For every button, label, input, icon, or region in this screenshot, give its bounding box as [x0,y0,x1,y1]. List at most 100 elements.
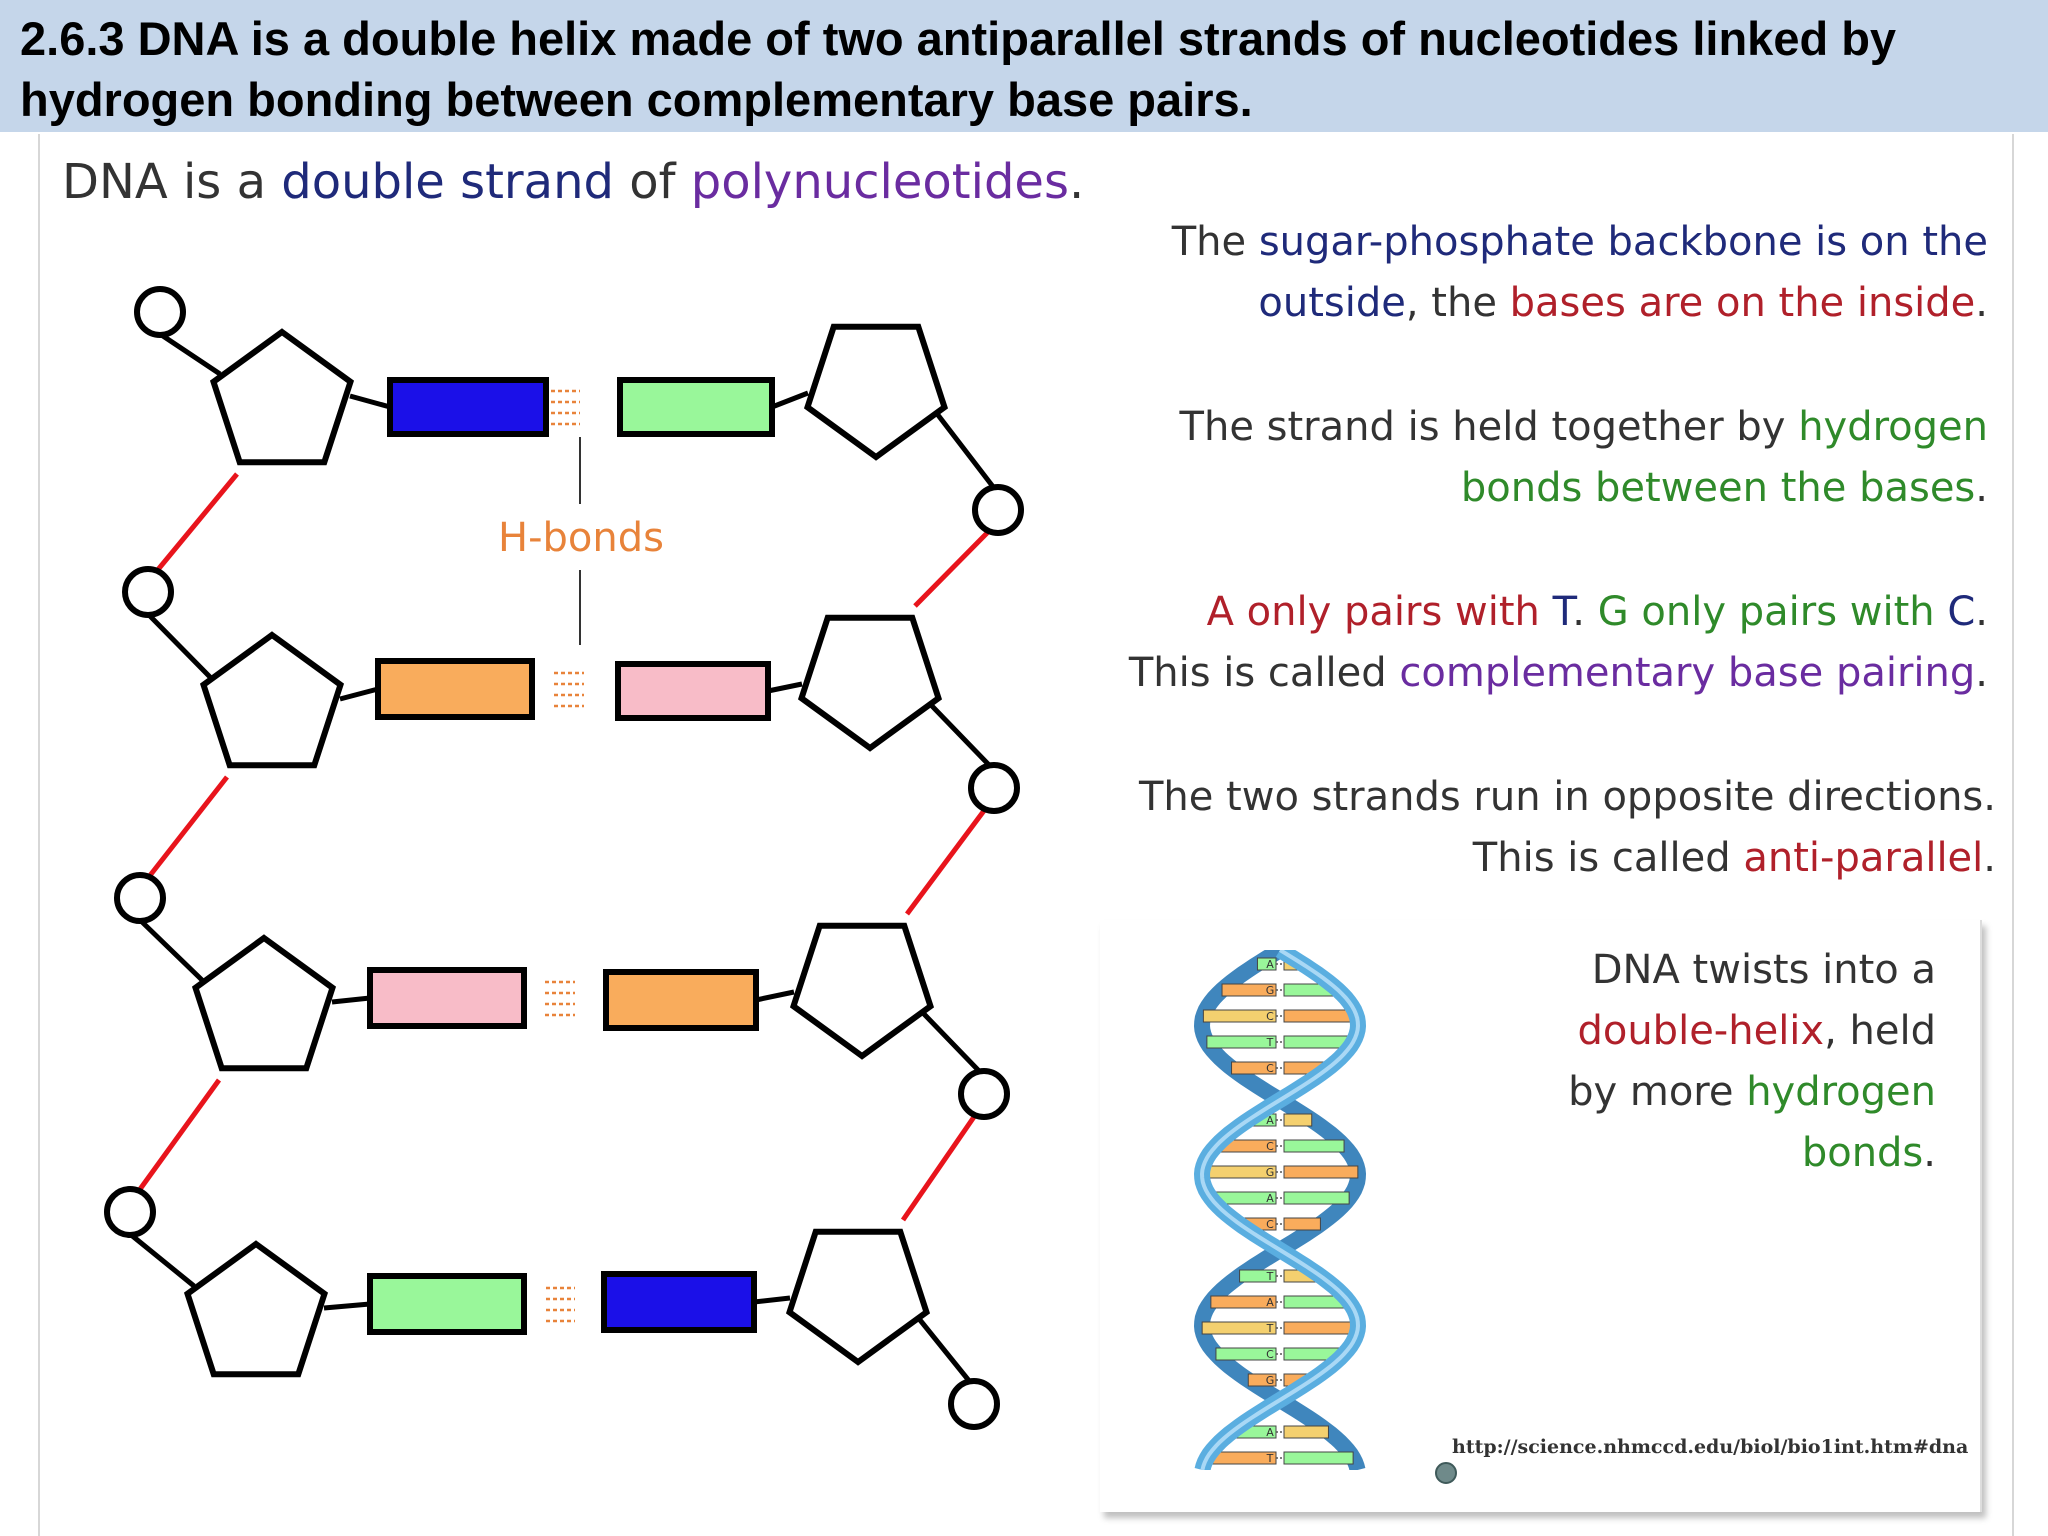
base-left [367,1273,527,1335]
fact-text-segment: by more [1568,1069,1747,1115]
source-url: http://science.nhmccd.edu/biol/bio1int.h… [1452,1436,1969,1458]
fact-text-segment: hydrogen [1746,1069,1936,1115]
fact-text-segment: anti-parallel [1743,835,1984,881]
fact-text-segment: . [1975,465,1988,511]
helix-base-letter: A [1266,1296,1274,1309]
sugar-base-bond-right [755,989,795,1003]
fact-text-segment: . [1975,650,1988,696]
title-part-double-strand: double strand [281,154,614,210]
backbone-link-right [913,528,992,608]
fact-text-segment: . [1975,589,1988,635]
helix-base-rung [1283,1009,1358,1023]
fact-line: double-helix, held [1568,1001,1936,1062]
phosphate-circle-left [114,872,166,924]
helix-base-letter: C [1266,1218,1274,1231]
fact-text-segment: bases are on the inside [1509,280,1976,326]
helix-base-letter: T [1266,1270,1274,1283]
helix-base-rung [1283,1451,1354,1465]
fact-text-segment: This is called [1472,835,1744,881]
title-part-polynucleotides: polynucleotides [690,154,1069,210]
fact-text-segment: . [1923,1130,1936,1176]
fact-text-segment: bonds between the bases [1460,465,1976,511]
fact-text-segment: G only pairs with [1597,589,1948,635]
helix-base-letter: T [1266,1452,1274,1465]
sugar-base-bond-left [349,393,391,410]
fact-line: This is called complementary base pairin… [1129,643,1988,704]
phosphate-circle-right [972,484,1024,536]
helix-base-rung [1201,1321,1277,1335]
base-left [367,967,527,1029]
sugar-pentagon-right [785,1228,931,1366]
fact-line: by more hydrogen [1568,1062,1936,1123]
backbone-link-right [900,1112,979,1222]
fact-line: bonds between the bases. [1180,458,1988,519]
fact-text-segment: T [1552,589,1573,635]
fact-text-segment: . [1983,835,1996,881]
helix-base-letter: C [1266,1140,1274,1153]
phosphate-bond-left [138,918,204,982]
phosphate-bond-right [936,413,996,490]
helix-base-letter: A [1266,1114,1274,1127]
phosphate-bond-right [918,1318,972,1384]
phosphate-circle-left [122,566,174,618]
fact-text-segment: DNA twists into a [1591,947,1936,993]
base-right [601,1271,757,1333]
helix-base-rung [1283,1217,1321,1231]
sugar-base-bond-right [753,1295,791,1305]
fact-line: A only pairs with T. G only pairs with C… [1129,582,1988,643]
fact-text-segment: complementary base pairing [1399,650,1976,696]
base-left [375,658,535,720]
sugar-pentagon-left [183,1240,329,1378]
phosphate-bond-right [922,1012,982,1074]
fact-text-segment: . [1572,589,1598,635]
helix-strand-highlight [1199,950,1361,1470]
sugar-pentagon-right [803,323,949,461]
helix-base-rung [1283,1425,1329,1439]
helix-base-letter: G [1266,1166,1275,1179]
base-right [617,377,775,437]
fact-line: The two strands run in opposite directio… [1139,767,1996,828]
fact-antiparallel: The two strands run in opposite directio… [1139,767,1996,889]
fact-text-segment: double-helix [1577,1008,1825,1054]
fact-text-segment: . [1975,280,1988,326]
phosphate-circle-right [968,762,1020,814]
fact-text-segment: outside [1258,280,1406,326]
slide-title: DNA is a double strand of polynucleotide… [62,150,1084,214]
fact-text-segment: , held [1824,1008,1936,1054]
sugar-pentagon-left [209,328,355,466]
fact-text-segment: The [1171,219,1259,265]
helix-base-letter: A [1266,958,1274,971]
phosphate-bond-left [128,1232,196,1288]
phosphate-circle-left [104,1186,156,1238]
helix-base-letter: C [1266,1010,1274,1023]
helix-base-letter: T [1266,1322,1274,1335]
base-right [615,661,771,721]
fact-line: bonds. [1568,1123,1936,1184]
header-band [0,0,2048,132]
sugar-pentagon-right [797,614,943,752]
phosphate-bond-left [146,612,212,679]
helix-base-rung [1283,1191,1350,1205]
title-part: . [1068,154,1085,210]
phosphate-circle-right [958,1068,1010,1120]
helix-base-letter: C [1266,1348,1274,1361]
helix-base-rung [1283,1113,1313,1127]
helix-base-letter: G [1266,984,1275,997]
fact-line: outside, the bases are on the inside. [1172,273,1988,334]
fact-text-segment: This is called [1128,650,1400,696]
fact-text-segment: A only pairs with [1206,589,1553,635]
backbone-link-left [154,472,239,574]
phosphate-bond-right [930,704,992,768]
sugar-base-bond-left [331,995,371,1005]
sugar-pentagon-left [191,934,337,1072]
page-title: 2.6.3 DNA is a double helix made of two … [20,12,1897,126]
fact-text-segment: hydrogen [1798,404,1988,450]
ladder-group [104,286,1024,1430]
backbone-link-right [904,806,989,916]
fact-text-segment: C [1947,589,1976,635]
helix-base-letter: G [1266,1374,1275,1387]
helix-base-rung [1206,1035,1277,1049]
